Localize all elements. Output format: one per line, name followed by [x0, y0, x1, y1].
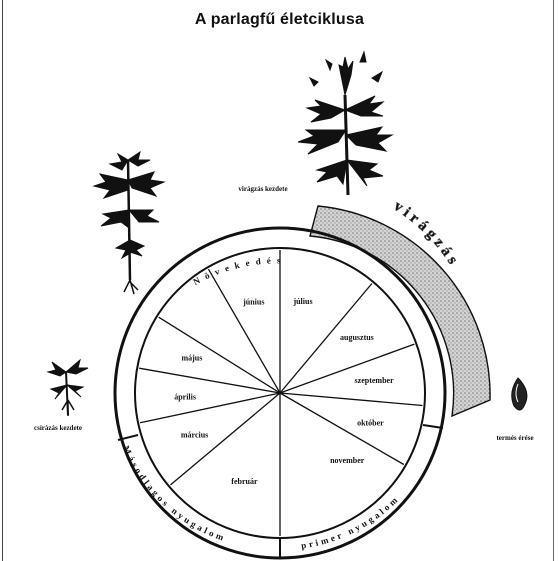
month-divider [159, 317, 280, 393]
month-label: február [231, 477, 258, 486]
month-label: szeptember [355, 376, 395, 385]
month-label: április [174, 392, 196, 401]
month-divider [139, 368, 280, 393]
month-divider [280, 393, 423, 406]
month-divider [280, 393, 404, 465]
month-label: november [330, 456, 365, 465]
flowering-start-label: virágzás kezdete [238, 185, 287, 193]
month-label: augusztus [340, 333, 374, 342]
seedling-icon [48, 360, 88, 416]
month-divider [140, 393, 280, 423]
month-label: május [181, 353, 202, 362]
month-label: március [181, 431, 208, 440]
growth-arc-label: Növekedés [191, 255, 286, 287]
month-label: október [357, 418, 384, 427]
young-plant-icon [94, 152, 164, 294]
month-divider [209, 269, 281, 393]
seed-label: termés érése [496, 434, 533, 442]
month-label: július [292, 297, 312, 306]
flowering-plant-icon [298, 52, 392, 195]
seedling-label: csírázás kezdete [34, 424, 82, 432]
month-label: június [242, 298, 264, 307]
ring-divider-right [423, 425, 443, 428]
seed-icon [512, 378, 527, 410]
